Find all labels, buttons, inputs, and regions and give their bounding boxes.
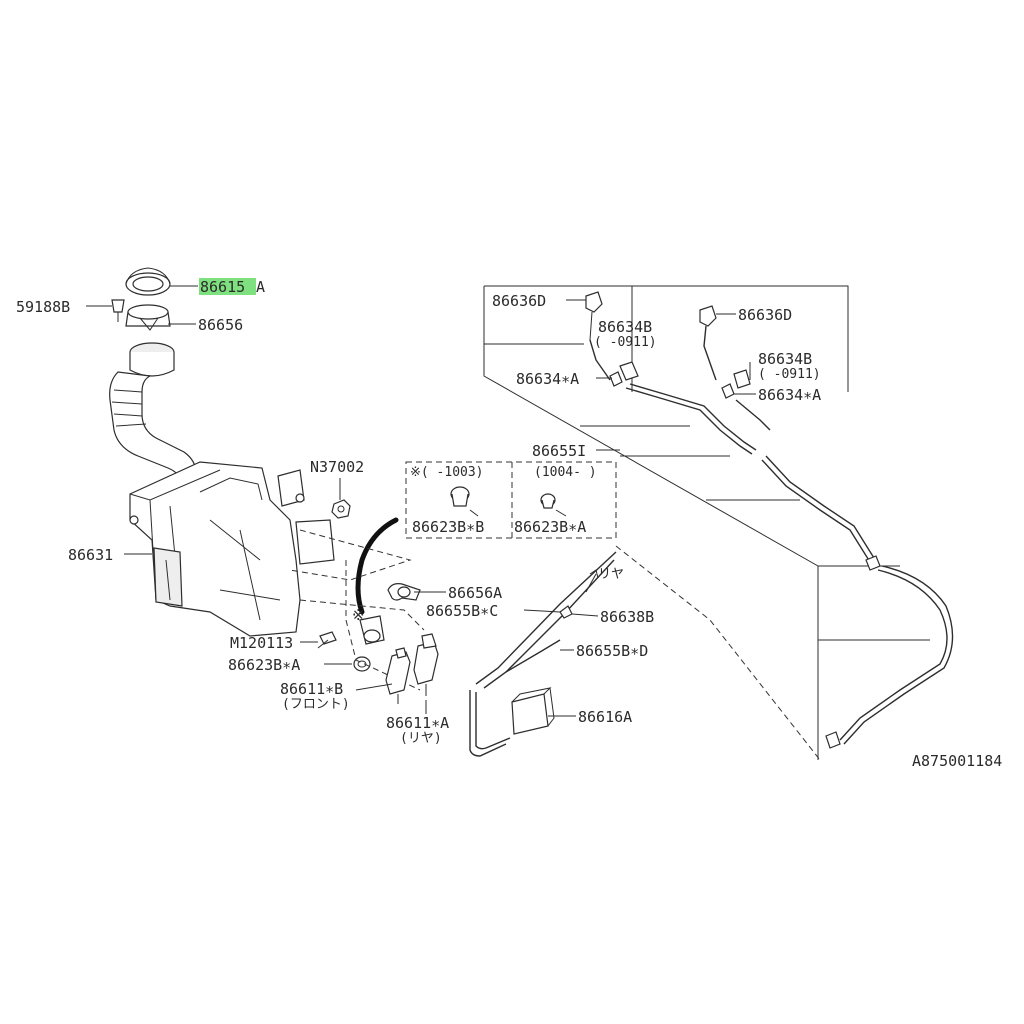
label-86611A-note: (リヤ) [400,731,442,746]
hose-86655BC-86655BD [469,551,617,757]
grommet-86623BA [353,656,371,672]
label-86636D-right: 86636D [738,306,792,324]
elbow-86656A [387,583,421,601]
label-M120113: M120113 [230,634,293,652]
washer-hose-thick [355,517,399,615]
hose-86655I [625,383,954,749]
label-86634B-left: 86634B [598,318,652,336]
label-86611A: 86611∗A [386,714,449,732]
filler-neck-86656 [109,304,197,485]
label-86656: 86656 [198,316,243,334]
label-86656A: 86656A [448,584,502,602]
bolt-M120113 [317,631,337,649]
label-86634A-left: 86634∗A [516,370,579,388]
hose-86634B-left [589,339,639,381]
diagram-id: A875001184 [912,752,1002,770]
label-86638B: 86638B [600,608,654,626]
label-59188B: 59188B [16,298,70,316]
leader-dashed-pumps [299,560,425,691]
label-86636D-left: 86636D [492,292,546,310]
nozzle-86636D-right [699,305,717,381]
label-86631: 86631 [68,546,113,564]
nut-N37002 [331,499,351,519]
label-86655I: 86655I [532,442,586,460]
clip-59188B [111,299,125,322]
label-86615-suffix: A [256,278,265,296]
label-86615: 86615 [200,278,245,296]
label-86634A-right: 86634∗A [758,386,821,404]
label-box-right-range: (1004- ) [534,465,597,480]
pump-grommet-rear [359,615,385,645]
variant-box-group [405,461,617,539]
label-box-left-range: ※( -1003) [410,465,484,480]
label-86634B-right: 86634B [758,350,812,368]
label-86611B-note: (フロント) [282,697,350,712]
label-N37002: N37002 [310,458,364,476]
leader-lines [86,285,756,717]
label-86611B: 86611∗B [280,680,343,698]
label-86634B-left-range: ( -0911) [594,335,657,350]
pump-front-86611B [385,647,411,704]
hose-86634B-right [733,369,751,389]
label-86655BC: 86655B∗C [426,602,498,620]
nozzle-86636D-left [585,291,603,341]
label-86623BA-left: 86623B∗A [228,656,300,674]
label-86616A: 86616A [578,708,632,726]
joint-86634A-right [721,383,735,399]
label-box-right-part: 86623B∗A [514,518,586,536]
label-asterisk-mark: ※ [352,606,365,624]
highlight-86615 [199,278,256,295]
label-86634B-right-range: ( -0911) [758,367,821,382]
joint-86634A-left [609,371,623,387]
washer-tank-86631 [129,461,335,637]
label-rear: リヤ [598,567,624,582]
grommet-variant-right [540,493,567,517]
label-86655BD: 86655B∗D [576,642,648,660]
label-box-left-part: 86623B∗B [412,518,484,536]
leader-dashed-tank [289,529,412,581]
filler-cap-86615A [125,267,171,296]
pump-rear-86611A [413,633,439,696]
check-valve-86616A [511,687,555,735]
rear-arrow [585,569,599,593]
grommet-variant-left [450,486,479,517]
